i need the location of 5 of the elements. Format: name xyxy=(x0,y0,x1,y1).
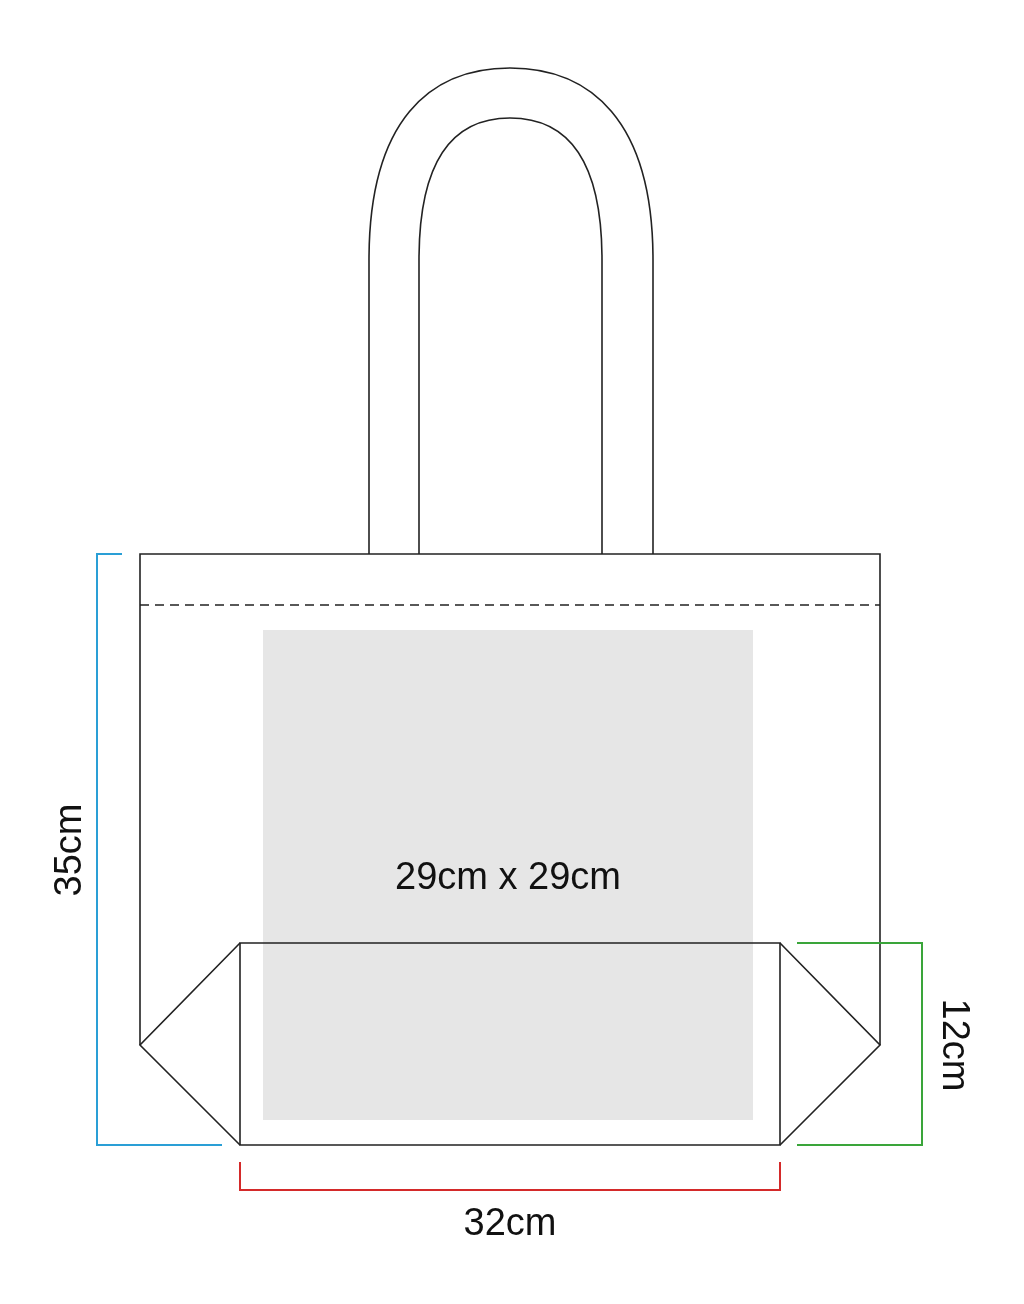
print-size-label: 29cm x 29cm xyxy=(394,855,622,898)
dimension-label: 35cm xyxy=(46,803,90,897)
print-area xyxy=(263,630,753,1120)
dimension-label: 32cm xyxy=(463,1200,557,1244)
dimension-label: 12cm xyxy=(933,998,977,1092)
